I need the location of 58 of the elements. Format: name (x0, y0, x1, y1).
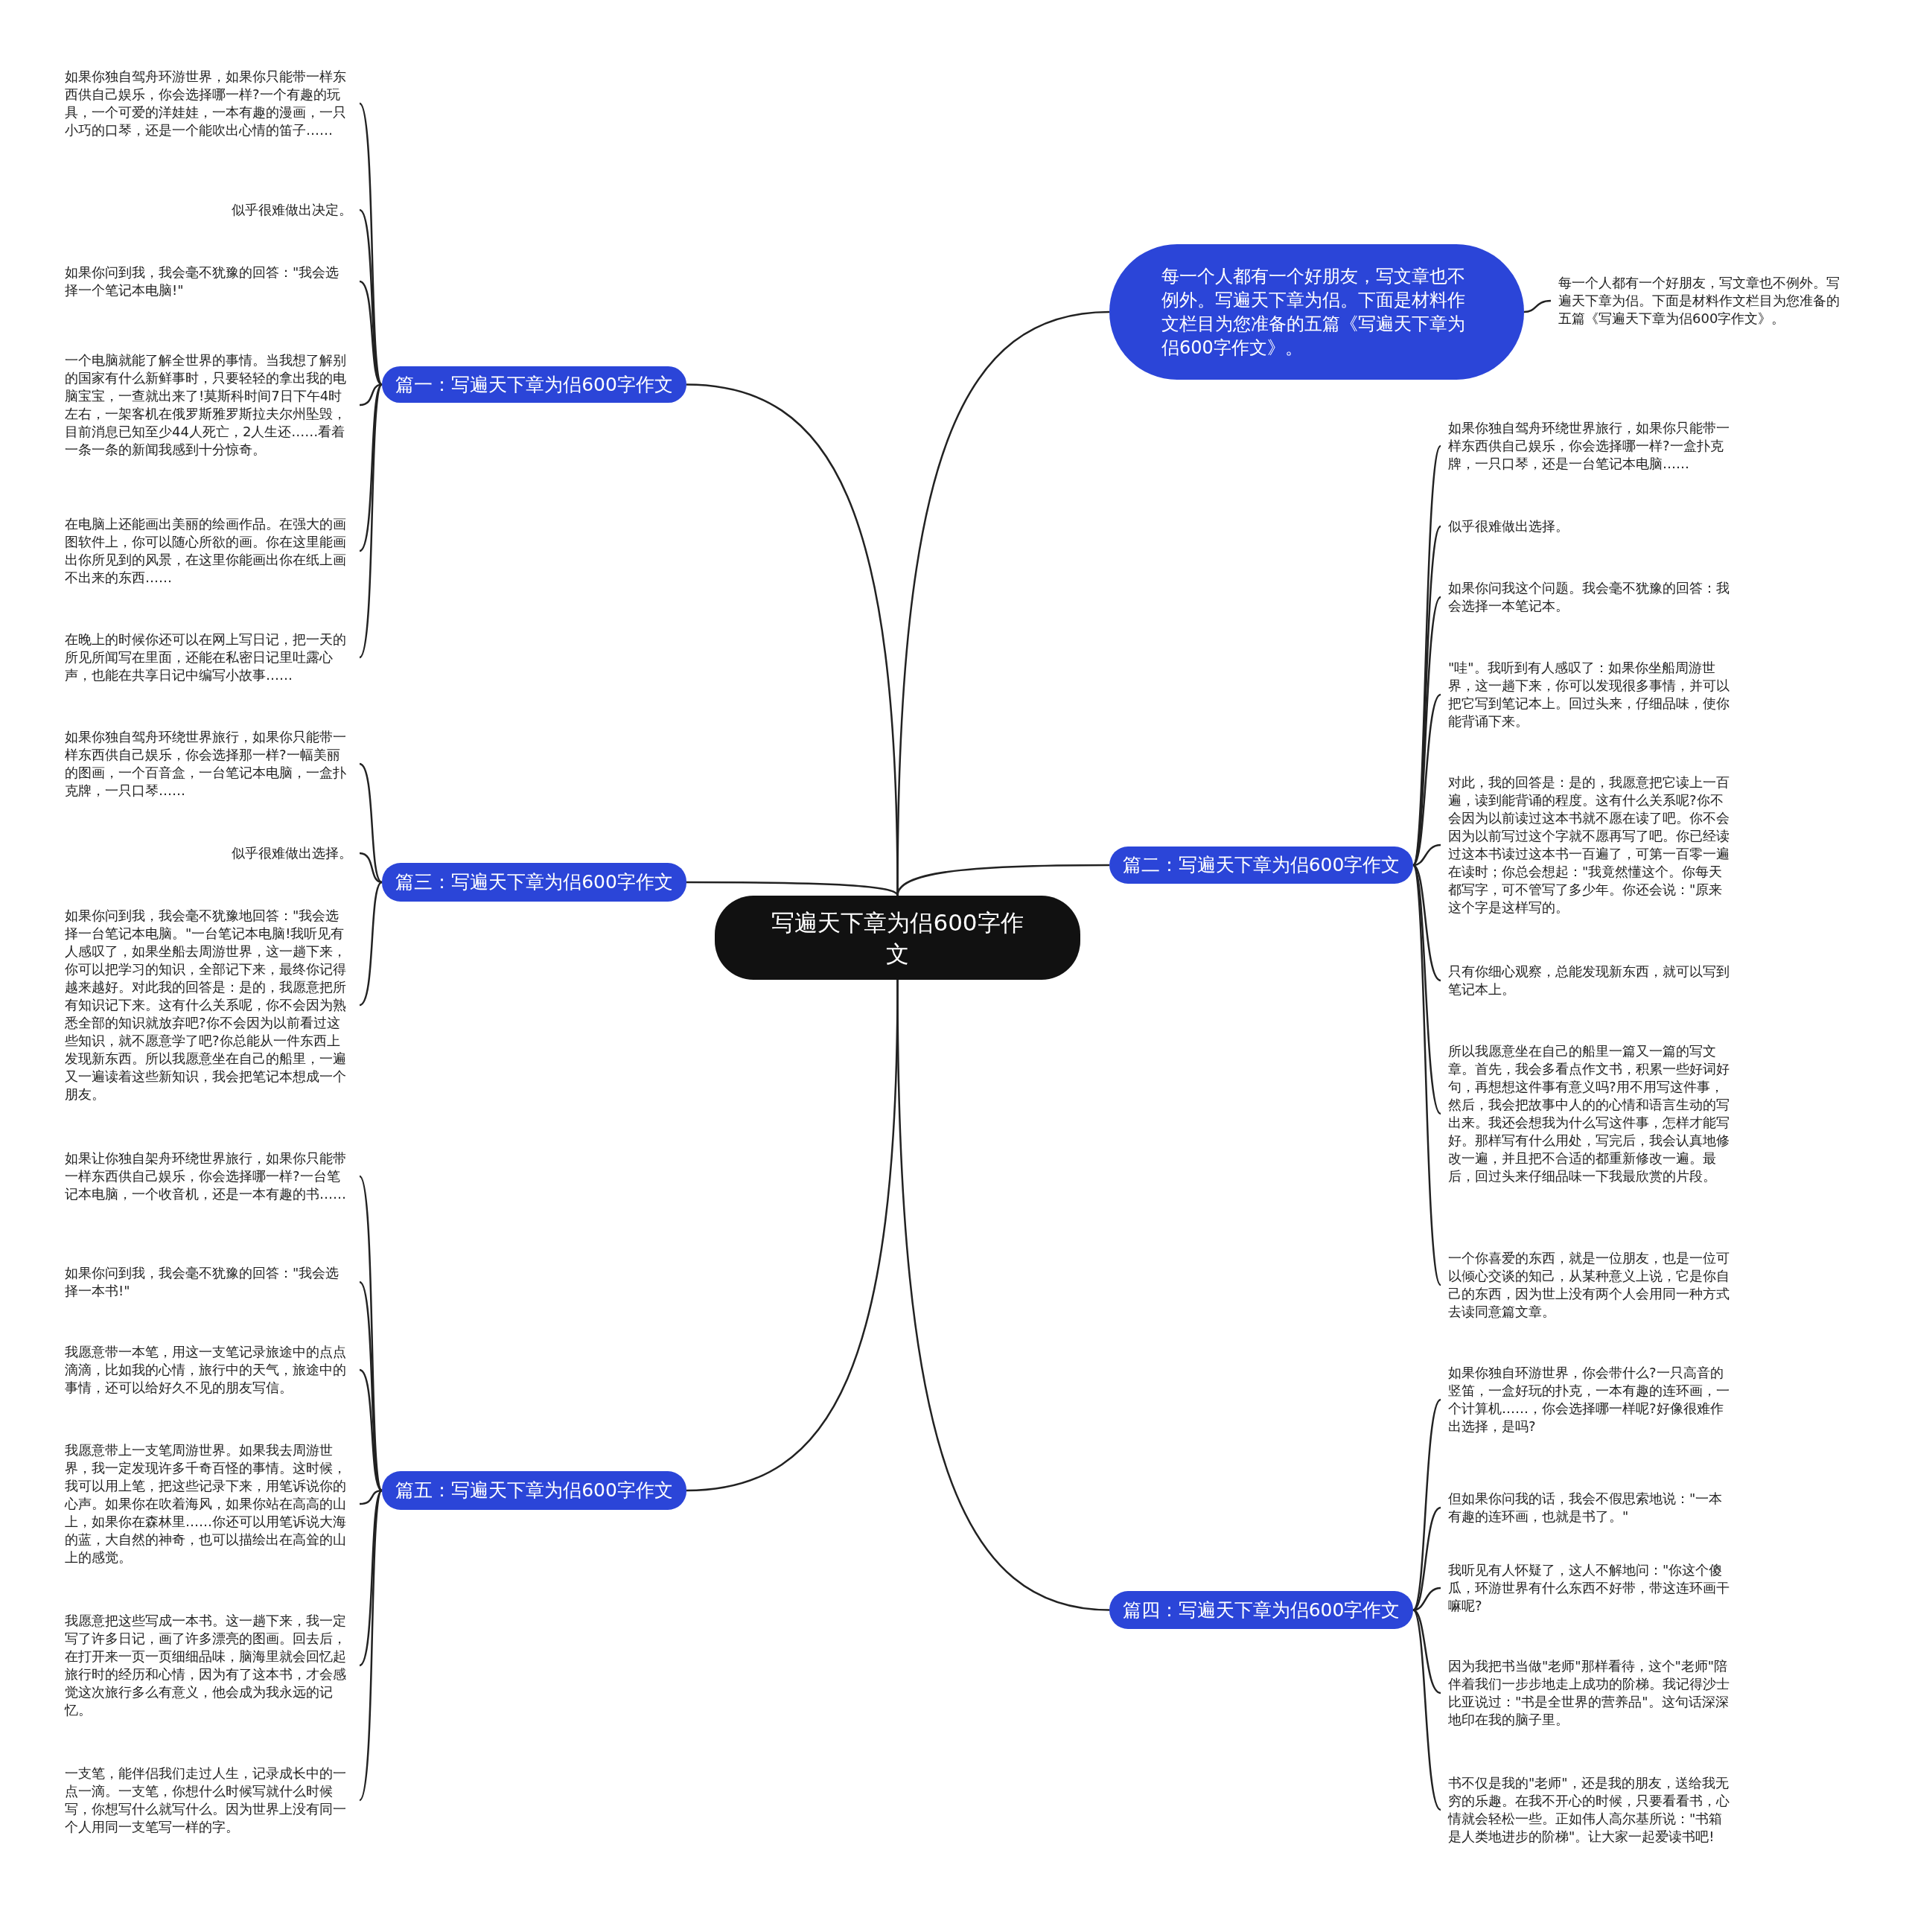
passage-text: 似乎很难做出选择。 (1448, 517, 1569, 535)
passage-text: 我愿意带上一支笔周游世界。如果我去周游世界，我一定发现许多千奇百怪的事情。这时候，我可以用上笔，把这些记录下来，用笔诉说你的心声。如果你在吹着海风，如果你站在高高的山上，如果你在森林里……你还可以用笔诉说大海的蓝，大自然的神奇，也可以描绘出在高耸的山上的感觉。 (65, 1441, 352, 1566)
passage-text: 因为我把书当做"老师"那样看待，这个"老师"陪伴着我们一步步地走上成功的阶梯。我记得沙士比亚说过："书是全世界的营养品"。这句话深深地印在我的脑子里。 (1448, 1657, 1736, 1729)
passage-text: 一个电脑就能了解全世界的事情。当我想了解别的国家有什么新鲜事时，只要轻轻的拿出我的电脑宝宝，一查就出来了!莫斯科时间7日下午4时左右，一架客机在俄罗斯雅罗斯拉夫尔州坠毁，目前消息已知至少44人死亡，2人生还……看着一条一条的新闻我感到十分惊奇。 (65, 351, 352, 459)
passage-text: 如果你问到我，我会毫不犹豫的回答："我会选择一个笔记本电脑!" (65, 264, 352, 299)
passage-text: 我愿意把这些写成一本书。这一趟下来，我一定写了许多日记，画了许多漂亮的图画。回去后，在打开来一页一页细细品味，脑海里就会回忆起旅行时的经历和心情，因为有了这本书，才会感觉这次旅行多么有意义，他会成为我永远的记忆。 (65, 1612, 352, 1719)
connector-line (358, 1176, 383, 1491)
connector-line (359, 1281, 383, 1491)
connector-line (1412, 1506, 1441, 1611)
passage-text: 似乎很难做出决定。 (232, 201, 352, 219)
passage-text: 如果你问到我，我会毫不犹豫地回答："我会选择一台笔记本电脑。"一台笔记本电脑!我听见有人感叹了，如果坐船去周游世界，这一趟下来，你可以把学习的知识，全部记下来，最终你记得越来越好。对此我的回答是：是的，我愿意把所有知识记下来。这有什么关系呢，你不会因为熟悉全部的知识就放弃吧?你不会因为以前看过这些知识，就不愿意学了吧?你总能从一件东西上发现新东西。所以我愿意坐在自己的船里，一遍又一遍读着这些新知识，我会把笔记本想成一个朋友。 (65, 907, 352, 1103)
passage-text: 一支笔，能伴侣我们走过人生，记录成长中的一点一滴。一支笔，你想什么时候写就什么时候写，你想写什么就写什么。因为世界上没有同一个人用同一支笔写一样的字。 (65, 1764, 352, 1836)
passage-text: 如果你独自驾舟环游世界，如果你只能带一样东西供自己娱乐，你会选择哪一样?一个有趣的玩具，一个可爱的洋娃娃，一本有趣的漫画，一只小巧的口琴，还是一个能吹出心情的笛子…… (65, 68, 352, 139)
connector-line (1412, 1609, 1441, 1695)
chapter-pill: 篇一：写遍天下章为侣600字作文 (382, 366, 686, 403)
connector-line (1412, 864, 1441, 1115)
passage-text: 只有你细心观察，总能发现新东西，就可以写到笔记本上。 (1448, 963, 1736, 998)
central-topic: 写遍天下章为侣600字作文 (715, 896, 1080, 980)
connector-line (686, 881, 899, 896)
intro-note: 每一个人都有一个好朋友，写文章也不例外。写遍天下章为侣。下面是材料作文栏目为您准备的五篇《写遍天下章为侣600字作文》。 (1558, 274, 1849, 328)
passage-text: 如果你独自驾舟环绕世界旅行，如果你只能带一样东西供自己娱乐，你会选择哪一样?一盒扑克牌，一只口琴，还是一台笔记本电脑…… (1448, 419, 1736, 473)
passage-text: 如果你问我这个问题。我会毫不犹豫的回答：我会选择一本笔记本。 (1448, 579, 1736, 615)
connector-line (1523, 299, 1552, 313)
passage-text: "哇"。我听到有人感叹了：如果你坐船周游世界，这一趟下来，你可以发现很多事情，并可以把它写到笔记本上。回过头来，仔细品味，使你能背诵下来。 (1448, 659, 1736, 730)
passage-text: 如果你独自驾舟环绕世界旅行，如果你只能带一样东西供自己娱乐，你会选择那一样?一幅美丽的图画，一个百音盒，一台笔记本电脑，一盒扑克牌，一只口琴…… (65, 728, 352, 800)
passage-text: 书不仅是我的"老师"，还是我的朋友，送给我无穷的乐趣。在我不开心的时候，只要看看书，心情就会轻松一些。正如伟人高尔基所说："书箱是人类地进步的阶梯"。让大家一起爱读书吧! (1448, 1774, 1736, 1846)
connector-line (358, 383, 383, 658)
passage-text: 我听见有人怀疑了，这人不解地问："你这个傻瓜，环游世界有什么东西不好带，带这连环画干嘛呢? (1448, 1561, 1736, 1615)
passage-text: 如果你问到我，我会毫不犹豫的回答："我会选择一本书!" (65, 1264, 352, 1300)
connector-line (1412, 864, 1442, 1286)
connector-line (686, 980, 899, 1492)
passage-text: 我愿意带一本笔，用这一支笔记录旅途中的点点滴滴，比如我的心情，旅行中的天气，旅途中的事情，还可以给好久不见的朋友写信。 (65, 1343, 352, 1397)
passage-text: 在晚上的时候你还可以在网上写日记，把一天的所见所闻写在里面，还能在私密日记里吐露心声，也能在共享日记中编写小故事…… (65, 631, 352, 684)
connector-line (359, 762, 383, 883)
connector-line (358, 1490, 383, 1801)
chapter-pill: 篇二：写遍天下章为侣600字作文 (1109, 847, 1413, 884)
passage-text: 对此，我的回答是：是的，我愿意把它读上一百遍，读到能背诵的程度。这有什么关系呢?你不会因为以前读过这本书就不愿在读了吧。你不会因为以前写过这个字就不愿再写了吧。你已经读过这本书读过这本书一百遍了，可第一百零一遍在读时；你总会想起："我竟然懂这个。你每天都写字，可不管写了多少年。你还会说："原来这个字是这样写的。 (1448, 774, 1736, 916)
intro-bubble: 每一个人都有一个好朋友，写文章也不例外。写遍天下章为侣。下面是材料作文栏目为您准备的五篇《写遍天下章为侣600字作文》。 (1109, 244, 1524, 380)
passage-text: 所以我愿意坐在自己的船里一篇又一篇的写文章。首先，我会多看点作文书，积累一些好词好句，再想想这件事有意义吗?用不用写这件事，然后，我会把故事中人的的心情和语言生动的写出来。我还会想我为什么写这件事，怎样才能写好。那样写有什么用处，写完后，我会认真地修改一遍，并且把不合适的都重新修改一遍。最后，回过头来仔细品味一下我最欣赏的片段。 (1448, 1042, 1736, 1185)
passage-text: 如果你独自环游世界，你会带什么?一只高音的竖笛，一盒好玩的扑克，一本有趣的连环画，一个计算机……，你会选择哪一样呢?好像很难作出选择，是吗? (1448, 1364, 1736, 1435)
chapter-pill: 篇五：写遍天下章为侣600字作文 (382, 1471, 686, 1510)
connector-line (359, 881, 383, 1007)
connector-line (359, 852, 383, 884)
passage-text: 似乎很难做出选择。 (232, 844, 352, 862)
chapter-pill: 篇四：写遍天下章为侣600字作文 (1109, 1591, 1413, 1629)
connector-line (1412, 844, 1441, 867)
connector-line (896, 864, 1109, 896)
chapter-pill: 篇三：写遍天下章为侣600字作文 (382, 863, 686, 902)
connector-line (359, 1490, 383, 1666)
passage-text: 在电脑上还能画出美丽的绘画作品。在强大的画图软件上，你可以随心所欲的画。你在这里能画出你所见到的风景，在这里你能画出你在纸上画不出来的东西…… (65, 515, 352, 587)
connector-line (359, 1489, 383, 1505)
passage-text: 一个你喜爱的东西，就是一位朋友，也是一位可以倾心交谈的知己，从某种意义上说，它是你自己的东西，因为世上没有两个人会用同一种方式去读同意篇文章。 (1448, 1249, 1736, 1321)
connector-line (359, 383, 383, 552)
connector-line (1412, 1609, 1441, 1811)
passage-text: 但如果你问我的话，我会不假思索地说："一本有趣的连环画，也就是书了。" (1448, 1490, 1736, 1525)
connector-line (359, 209, 383, 386)
connector-line (1412, 1399, 1441, 1611)
passage-text: 如果让你独自架舟环绕世界旅行，如果你只能带一样东西供自己娱乐，你会选择哪一样?一台笔记本电脑，一个收音机，还是一本有趣的书…… (65, 1150, 352, 1203)
